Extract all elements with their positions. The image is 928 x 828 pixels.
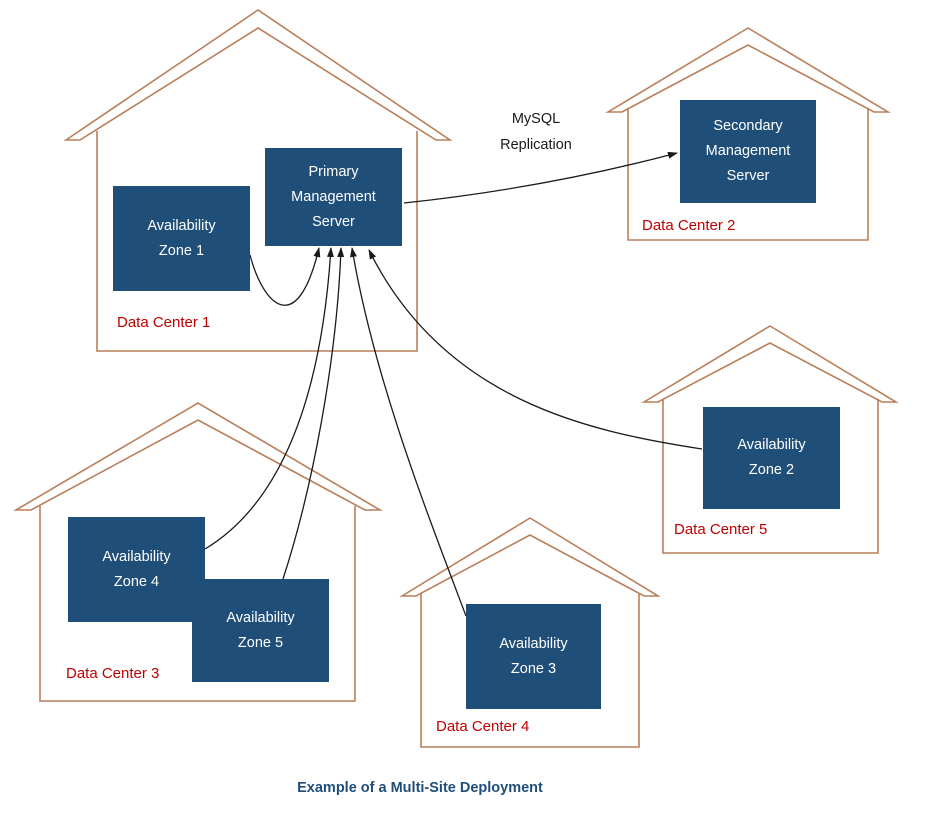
node-availability-zone-5: Availability Zone 5 bbox=[192, 579, 329, 682]
datacenter-3-roof bbox=[13, 402, 383, 511]
datacenter-1-body bbox=[96, 131, 418, 352]
arrow-az5-to-primary bbox=[282, 247, 345, 580]
mysql-replication-label: MySQL Replication bbox=[500, 111, 572, 153]
node-availability-zone-3: Availability Zone 3 bbox=[466, 604, 601, 709]
datacenter-4-body bbox=[420, 593, 640, 748]
node-availability-zone-2: Availability Zone 2 bbox=[703, 407, 840, 509]
node-availability-zone-1: Availability Zone 1 bbox=[113, 186, 250, 291]
datacenter-5-label: Data Center 5 bbox=[674, 521, 768, 538]
datacenter-3-label: Data Center 3 bbox=[66, 665, 160, 682]
datacenter-2-label: Data Center 2 bbox=[642, 217, 736, 234]
datacenter-1-label: Data Center 1 bbox=[117, 314, 211, 331]
datacenter-1-house bbox=[63, 9, 453, 352]
arrow-az3-to-primary bbox=[350, 247, 467, 617]
arrow-az2-to-primary bbox=[368, 249, 703, 450]
datacenter-2-roof bbox=[605, 27, 891, 113]
arrow-az1-to-primary bbox=[249, 247, 321, 306]
datacenter-4-roof bbox=[399, 517, 661, 597]
datacenter-2-body bbox=[627, 108, 869, 241]
datacenter-1-roof bbox=[63, 9, 453, 141]
datacenter-4-label: Data Center 4 bbox=[436, 718, 530, 735]
datacenter-3-house bbox=[13, 402, 383, 702]
datacenter-4-house bbox=[399, 517, 661, 748]
arrow-primary-to-secondary bbox=[403, 151, 678, 204]
arrow-az4-to-primary bbox=[204, 247, 334, 550]
datacenter-2-house bbox=[605, 27, 891, 241]
node-secondary-management-server: Secondary Management Server bbox=[680, 100, 816, 203]
datacenter-5-body bbox=[662, 399, 879, 554]
node-availability-zone-4: Availability Zone 4 bbox=[68, 517, 205, 622]
datacenter-5-house bbox=[641, 325, 899, 554]
diagram-title: Example of a Multi-Site Deployment bbox=[297, 780, 543, 796]
datacenter-5-roof bbox=[641, 325, 899, 403]
datacenter-3-body bbox=[39, 506, 356, 702]
node-primary-management-server: Primary Management Server bbox=[265, 148, 402, 246]
